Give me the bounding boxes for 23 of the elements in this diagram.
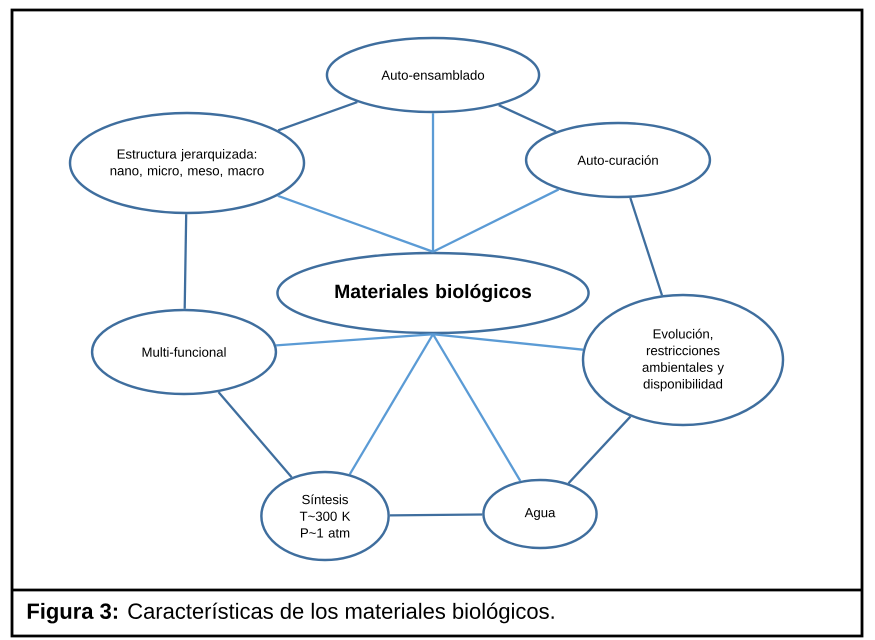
connector-line bbox=[348, 334, 434, 475]
ellipse-node: Síntesis T~300 K P~1 atm bbox=[260, 470, 390, 562]
ellipse-node: Auto-curación bbox=[524, 122, 712, 198]
connector-line bbox=[218, 391, 293, 478]
ellipse-node: Materiales biológicos bbox=[276, 252, 590, 334]
ellipse-node: Multi-funcional bbox=[90, 308, 278, 396]
ellipse-node: Evolución, restricciones ambientales y disponibilidad bbox=[582, 294, 784, 426]
ellipse-node: Auto-ensamblado bbox=[326, 36, 540, 114]
connector-line bbox=[629, 198, 664, 296]
connector-line bbox=[432, 334, 522, 482]
ellipse-node: Agua bbox=[482, 478, 598, 550]
figure-caption: Figura 3: Características de los materiales biológicos. bbox=[28, 602, 554, 624]
connector-line bbox=[390, 513, 482, 517]
connector-line bbox=[277, 194, 434, 253]
ellipse-node: Estructura jerarquizada: nano, micro, meso, macro bbox=[68, 112, 306, 214]
connector-line bbox=[278, 101, 358, 132]
connector-line bbox=[498, 104, 556, 133]
connector-line bbox=[432, 113, 434, 252]
connector-line bbox=[276, 333, 434, 347]
connector-line bbox=[568, 416, 632, 484]
connector-line bbox=[432, 188, 560, 253]
connector-line bbox=[184, 214, 188, 309]
connector-line bbox=[432, 333, 584, 351]
